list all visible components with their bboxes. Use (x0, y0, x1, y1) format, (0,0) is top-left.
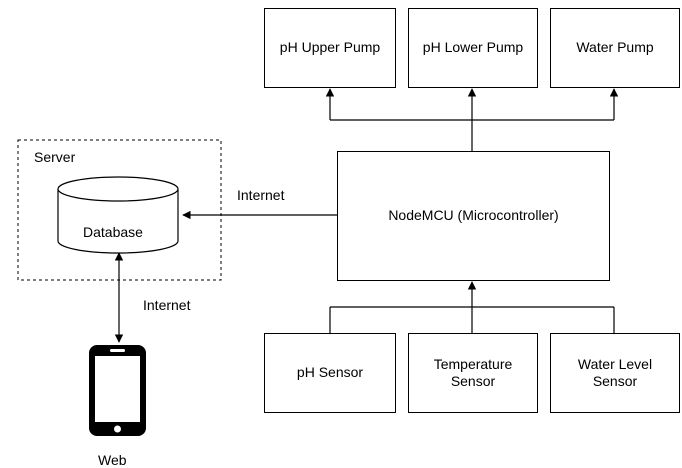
database-cylinder-icon (57, 176, 179, 254)
microcontroller-box: NodeMCU (Microcontroller) (337, 151, 610, 281)
temperature-sensor-label-line1: Temperature (433, 355, 513, 372)
web-client-label: Web (98, 452, 127, 468)
server-label: Server (34, 149, 76, 165)
ph-lower-pump-box: pH Lower Pump (408, 8, 538, 88)
water-level-sensor-label-line1: Water Level (577, 355, 653, 372)
water-pump-box: Water Pump (550, 8, 680, 88)
temperature-sensor-box: Temperature Sensor (408, 333, 538, 413)
internet-label-controller-database: Internet (237, 187, 285, 203)
internet-label-database-phone: Internet (143, 297, 191, 313)
ph-upper-pump-box: pH Upper Pump (264, 8, 396, 88)
smartphone-icon (89, 345, 146, 436)
ph-lower-pump-label: pH Lower Pump (422, 39, 524, 56)
temperature-sensor-label-line2: Sensor (450, 373, 496, 389)
water-level-sensor-label-line2: Sensor (592, 373, 638, 389)
microcontroller-label: NodeMCU (Microcontroller) (388, 207, 559, 224)
database-label: Database (83, 224, 143, 240)
water-level-sensor-box: Water Level Sensor (550, 333, 680, 413)
ph-sensor-label: pH Sensor (296, 364, 364, 381)
ph-upper-pump-label: pH Upper Pump (279, 39, 381, 56)
water-pump-label: Water Pump (576, 39, 654, 56)
ph-sensor-box: pH Sensor (264, 333, 396, 413)
